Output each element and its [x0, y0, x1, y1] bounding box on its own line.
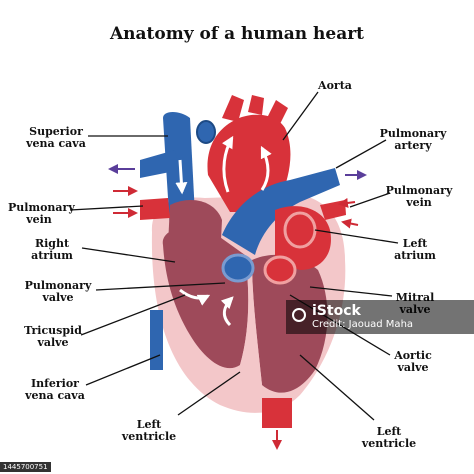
leader-left-ventricle-right: [299, 354, 375, 421]
label-left-atrium: Left atrium: [394, 237, 436, 262]
label-aorta: Aorta: [318, 79, 352, 92]
leader-tricuspid-valve: [80, 294, 186, 336]
svc-branch: [140, 150, 180, 178]
leader-pulmonary-artery: [335, 139, 387, 169]
istock-logo-icon: [292, 308, 306, 322]
descending-aorta-vessel: [262, 398, 292, 428]
leader-pulmonary-vein-left: [69, 205, 144, 211]
label-pulmonary-valve: Pulmonary valve: [24, 279, 92, 304]
flow-arrow: [179, 288, 211, 306]
septum: [240, 255, 262, 385]
inferior-vena-cava-vessel: [150, 310, 163, 370]
pulmonary-vein-left-vessel: [140, 198, 170, 220]
pulm-vein-in-arrow-4: [341, 218, 359, 229]
watermark-credit: Credit: Jaouad Maha: [312, 319, 414, 330]
pulmonary-valve-ring: [221, 253, 255, 283]
watermark: iStock Credit: Jaouad Maha: [286, 300, 474, 334]
leader-inferior-vena-cava: [85, 354, 161, 386]
leader-pulmonary-valve: [95, 282, 226, 291]
label-pulmonary-vein-left: Pulmonary vein: [8, 201, 75, 226]
leader-left-atrium: [314, 229, 399, 244]
aorta-branch-3: [266, 100, 288, 128]
label-pulmonary-vein-right: Pulmonary vein: [385, 184, 453, 209]
flow-arrow: [220, 296, 234, 327]
leader-aorta: [282, 91, 319, 141]
leader-right-atrium: [81, 247, 176, 263]
stock-id: 1445700751: [0, 462, 51, 472]
flow-arrow: [175, 159, 188, 195]
leader-pulmonary-vein-right: [349, 192, 391, 208]
pulm-vein-in-arrow-3: [338, 197, 356, 208]
label-left-ventricle-bottom: Left ventricle: [121, 418, 177, 443]
leader-mitral-valve: [309, 286, 393, 297]
label-inferior-vena-cava: Inferior vena cava: [25, 377, 85, 402]
watermark-brand: iStock: [312, 303, 361, 319]
right-atrium-chamber: [168, 200, 222, 264]
label-pulmonary-artery: Pulmonary artery: [379, 127, 447, 152]
aortic-valve-ring: [263, 255, 297, 285]
leader-left-ventricle-bottom: [177, 371, 241, 416]
label-superior-vena-cava: Superior vena cava: [26, 125, 86, 150]
label-right-atrium: Right atrium: [31, 237, 73, 262]
left-atrium-ring: [283, 211, 317, 249]
aorta-branch-1: [222, 95, 244, 122]
svc-opening: [196, 120, 216, 144]
label-tricuspid-valve: Tricuspid valve: [24, 324, 82, 349]
aorta-branch-2: [248, 95, 264, 115]
label-left-ventricle-right: Left ventricle: [361, 425, 417, 450]
flow-arrow: [260, 145, 272, 191]
diagram-title: Anatomy of a human heart: [109, 24, 365, 44]
label-aortic-valve: Aortic valve: [394, 349, 432, 374]
flow-arrow: [221, 135, 234, 193]
